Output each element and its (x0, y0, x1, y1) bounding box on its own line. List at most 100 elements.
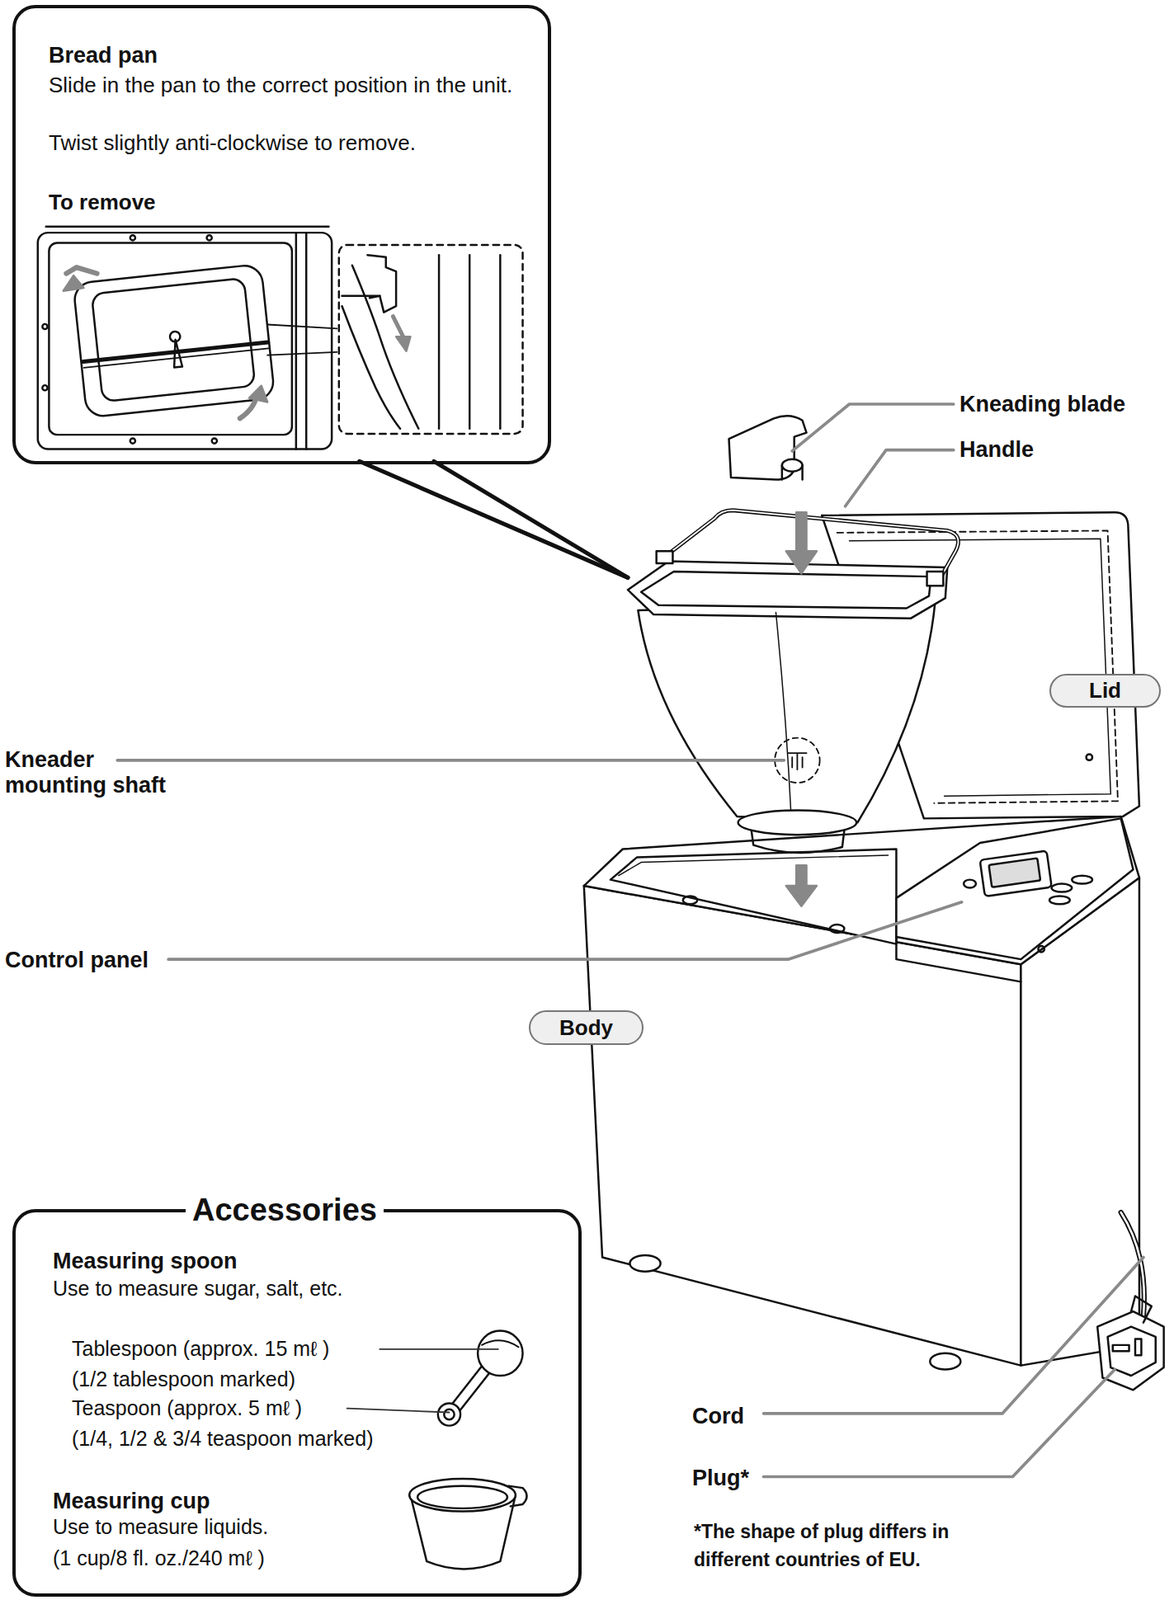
box-heading: Bread pan (48, 41, 158, 70)
leader-line (168, 902, 962, 960)
inset-top-view (42, 385, 48, 391)
measuring-cup (417, 1486, 508, 1509)
leader-line (117, 404, 1144, 1477)
inset-detail (342, 306, 401, 429)
inset-detail (342, 295, 381, 298)
kneading-blade (782, 459, 803, 472)
body (584, 816, 1140, 1371)
body (683, 895, 698, 905)
inset-top-view (46, 225, 330, 227)
inset-top-view (84, 348, 269, 368)
body (610, 849, 896, 945)
leader-line (763, 1370, 1116, 1478)
inset-detail (367, 254, 397, 312)
bread-pan (627, 561, 948, 619)
body (929, 1353, 961, 1371)
inset-top-view (130, 438, 136, 444)
part-pill: Body (528, 1010, 644, 1046)
inset-top-view (66, 267, 97, 274)
insert-arrow (796, 865, 807, 888)
body (980, 850, 1052, 896)
body (1049, 895, 1071, 905)
note-text: (1/2 tablespoon marked) (71, 1367, 296, 1393)
box-heading: To remove (48, 188, 156, 217)
part-label: Plug* (692, 1464, 750, 1493)
inset-top-view (72, 264, 275, 418)
measuring-cup (409, 1479, 516, 1513)
bread-pan (787, 753, 807, 770)
inset-detail (468, 254, 471, 429)
insert-arrow (796, 512, 807, 552)
inset-top-view (63, 275, 85, 292)
note-text: (1 cup/8 fl. oz./240 mℓ ) (52, 1546, 265, 1572)
inset-detail (396, 336, 411, 351)
measuring-spoon (477, 1331, 523, 1377)
inset-top-view (48, 242, 292, 435)
part-label: Kneader mounting shaft (4, 747, 195, 799)
measuring-spoon (443, 1409, 454, 1420)
bread-pan (738, 810, 858, 835)
bread-pan (775, 612, 792, 816)
inset-detail (339, 245, 524, 434)
body (629, 1255, 661, 1273)
inset-top-view (305, 232, 307, 449)
insert-arrow (786, 512, 817, 907)
inset-top-view (72, 264, 275, 418)
inset-detail (438, 254, 440, 429)
part-label: Handle (959, 435, 1034, 464)
note-text: Teaspoon (approx. 5 mℓ ) (71, 1395, 302, 1422)
inset-top-view (130, 235, 136, 241)
inset-top-view (91, 278, 255, 402)
cord-plug (1131, 1296, 1152, 1323)
leader-line (379, 1348, 499, 1351)
inset-top-view (37, 226, 338, 450)
note-text: Tablespoon (approx. 15 mℓ ) (71, 1336, 330, 1363)
cord-plug (1112, 1345, 1130, 1352)
accessory-name: Measuring spoon (52, 1247, 238, 1276)
callout-box: Bread panSlide in the pan to the correct… (12, 4, 552, 465)
lid (1086, 754, 1093, 760)
inset-detail (352, 265, 419, 430)
leader-line (117, 759, 784, 763)
bread-pan (656, 551, 674, 564)
cord-plug (1121, 1212, 1145, 1317)
leader-line (347, 1409, 450, 1414)
inset-top-view (207, 235, 213, 241)
insert-arrow (786, 551, 817, 574)
box-heading: Accessories (185, 1190, 384, 1231)
body (1071, 876, 1093, 885)
inset-top-view (171, 339, 183, 368)
note-text: (1/4, 1/2 & 3/4 teaspoon marked) (71, 1426, 374, 1453)
accessories-box: AccessoriesMeasuring spoonUse to measure… (12, 1209, 582, 1598)
inset-detail (339, 245, 524, 434)
measuring-spoon (438, 1403, 461, 1426)
part-name: Body (559, 1014, 613, 1042)
body (895, 937, 1021, 982)
body (829, 924, 844, 934)
part-label: Cord (692, 1402, 745, 1431)
note-text: Slide in the pan to the correct position… (48, 70, 536, 100)
body (963, 880, 976, 889)
cord-plug (1121, 1212, 1145, 1317)
note-text: Use to measure liquids. (52, 1514, 269, 1541)
callout-wedge (359, 461, 628, 578)
body (618, 855, 889, 877)
inset-top-view (267, 324, 337, 329)
measuring-cup (409, 1479, 527, 1571)
body (1020, 877, 1140, 1366)
drawing (37, 226, 1165, 1571)
leader-line (845, 450, 954, 507)
footnote: *The shape of plug differs in different … (693, 1518, 1024, 1575)
bread-pan (927, 571, 944, 586)
bread-pan (661, 510, 959, 585)
body (1037, 946, 1044, 953)
bread-pan (627, 510, 959, 854)
body (1051, 884, 1073, 893)
note-text: Twist slightly anti-clockwise to remove. (48, 129, 416, 157)
inset-top-view (267, 352, 337, 356)
kneading-blade (782, 465, 803, 480)
inset-detail (392, 316, 403, 338)
callout-wedge (433, 461, 628, 578)
part-label: Control panel (4, 946, 149, 975)
